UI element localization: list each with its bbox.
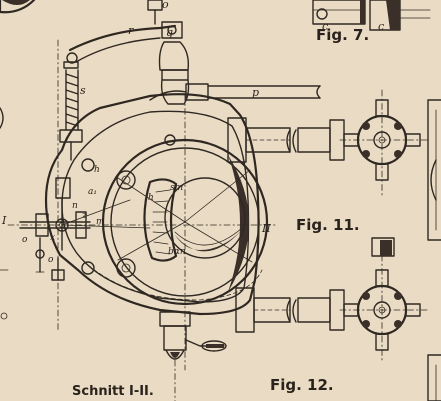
- fig11-caption: Fig. 11.: [296, 216, 360, 234]
- bottom-outlet: [159, 311, 227, 401]
- label-II: II: [261, 222, 271, 235]
- label-sm: sm: [170, 183, 183, 193]
- label-o-small: o: [48, 255, 54, 265]
- centerline-i-ii: [7, 39, 276, 371]
- pipe-flange-lower: [235, 237, 429, 361]
- lever-mechanism: [59, 0, 321, 161]
- label-o-left: o: [22, 235, 28, 245]
- left-margin-marks: [0, 107, 9, 320]
- section-caption: Schnitt I-II.: [72, 384, 154, 399]
- corner-circle-fragment: [0, 0, 36, 14]
- valve-chamber: [81, 134, 269, 306]
- label-z: z: [81, 211, 87, 221]
- label-m: m: [96, 217, 105, 227]
- label-q: q: [166, 26, 173, 39]
- label-n: n: [72, 201, 78, 211]
- label-I: I: [1, 214, 7, 227]
- label-ban: bαn: [168, 247, 186, 257]
- pipe-flange-upper: [227, 89, 429, 196]
- fig12-caption: Fig. 12.: [270, 376, 334, 394]
- valve-body: [44, 93, 263, 316]
- label-h2: h: [148, 193, 154, 203]
- label-c-left: c: [322, 20, 328, 33]
- fig7-caption: Fig. 7.: [316, 26, 369, 44]
- label-r: r: [128, 24, 134, 37]
- label-s: s: [80, 84, 86, 97]
- label-x: x: [50, 233, 55, 243]
- right-edge-frames: [427, 99, 441, 401]
- label-a1: a₁: [88, 187, 97, 197]
- label-top-o: o: [162, 0, 169, 11]
- label-h: h: [94, 165, 100, 175]
- label-c-right: c: [378, 20, 384, 33]
- fig7-drawing: [312, 0, 431, 31]
- linkage-left: [19, 177, 151, 281]
- label-p: p: [252, 86, 259, 99]
